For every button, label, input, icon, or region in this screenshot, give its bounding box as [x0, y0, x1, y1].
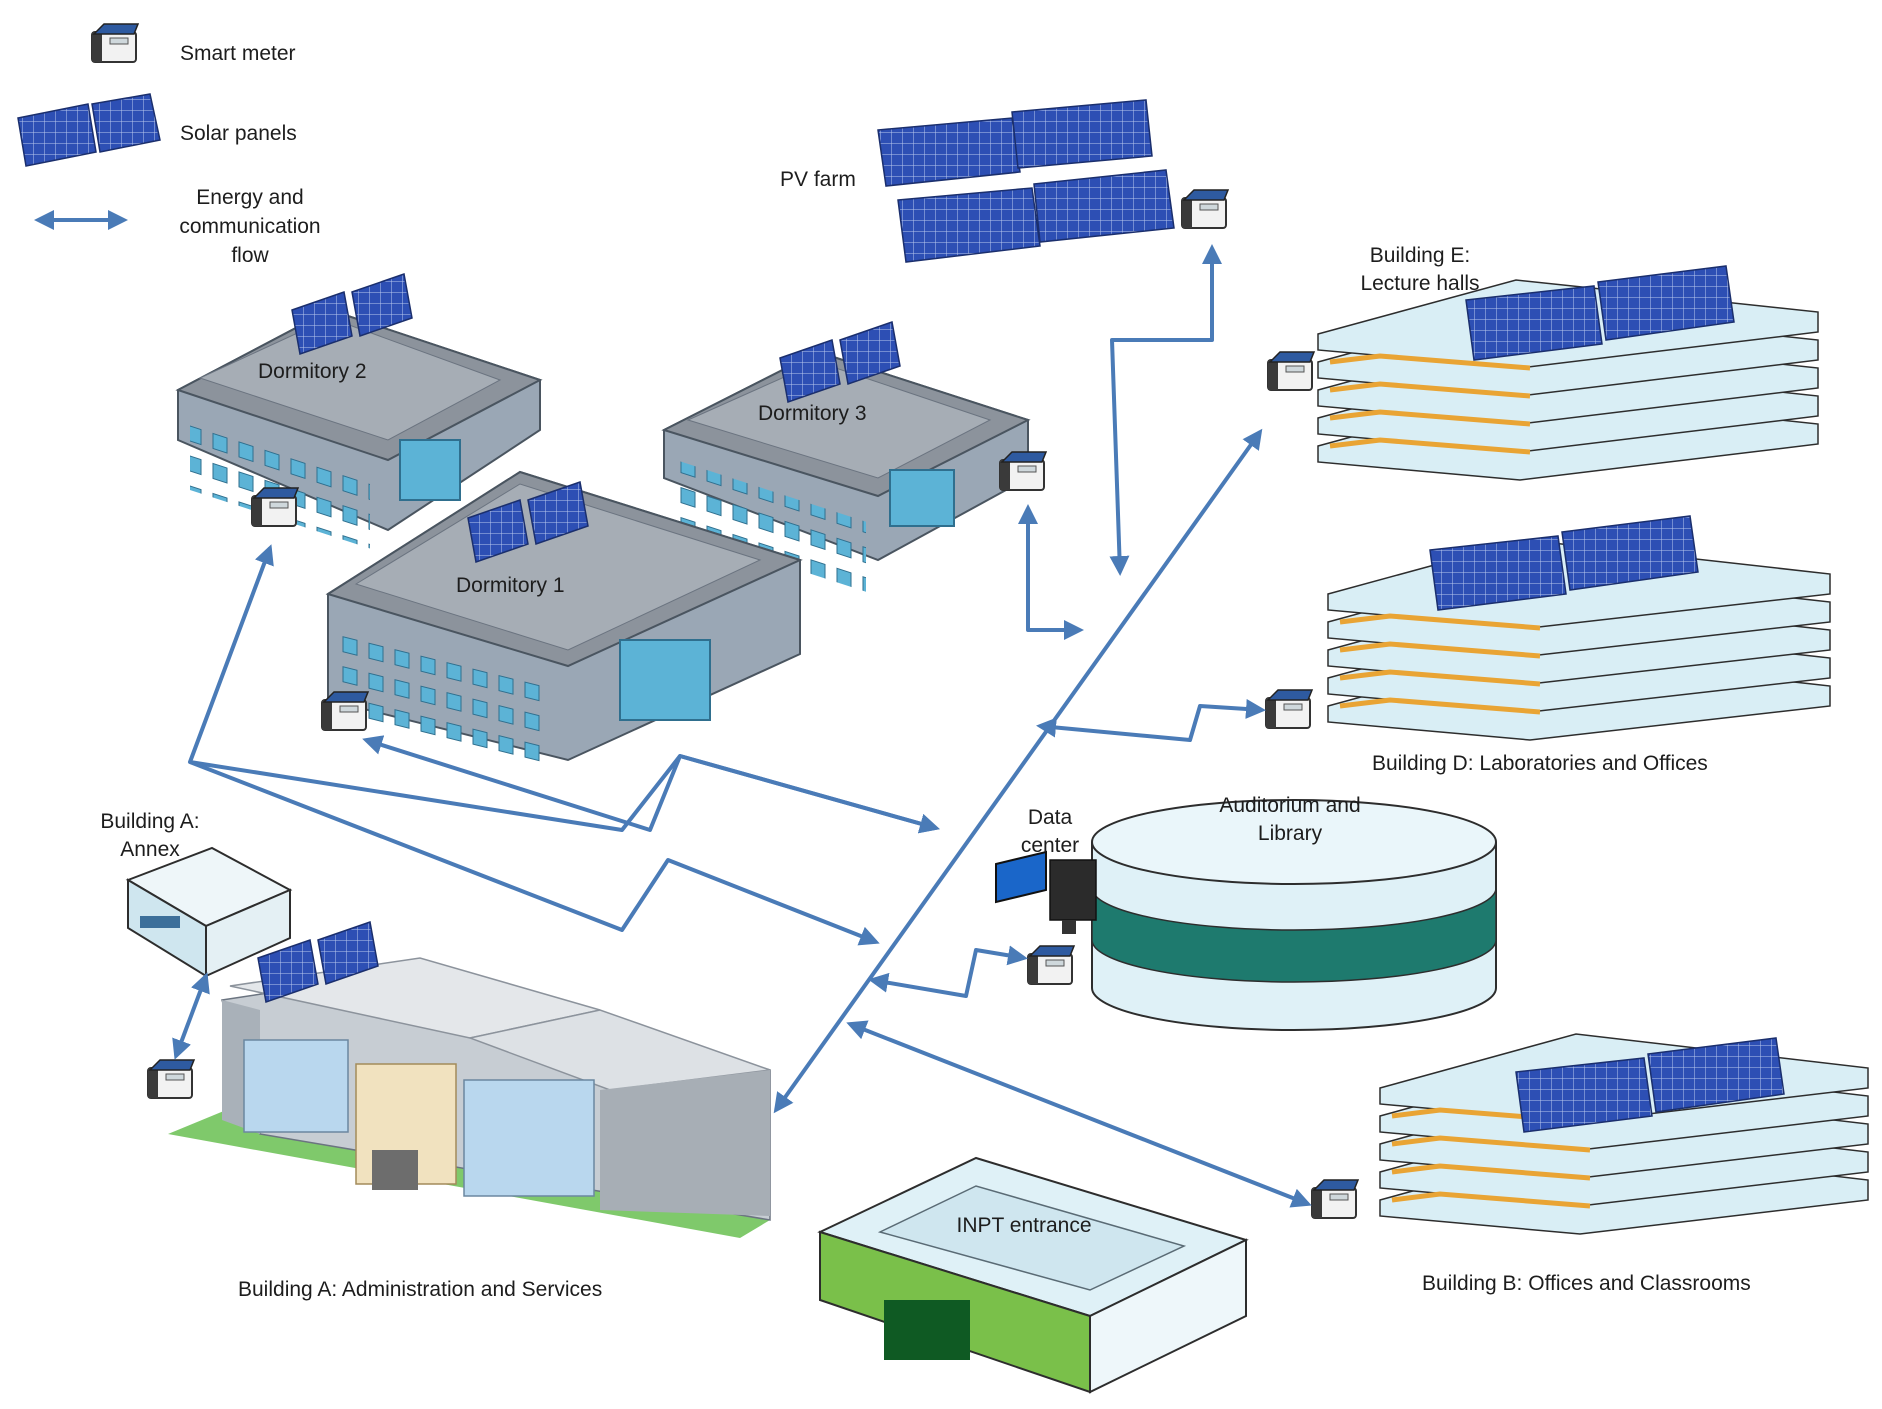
- data-center-label-line1: Data: [1028, 806, 1073, 829]
- dormitory-2: Dormitory 2: [175, 273, 543, 549]
- pv-farm-label: PV farm: [780, 168, 856, 191]
- annex-label-line1: Building A:: [100, 810, 199, 833]
- dormitory-1-smart-meter-icon: [321, 691, 369, 731]
- building-a-administration: Building A: Administration and Services: [147, 921, 771, 1301]
- pv-farm-smart-meter-icon: [1181, 189, 1229, 229]
- building-d: Building D: Laboratories and Offices: [1265, 515, 1831, 775]
- building-a-label: Building A: Administration and Services: [238, 1278, 602, 1301]
- flow-arrow-building-d: [1036, 698, 1266, 742]
- building-e-smart-meter-icon: [1267, 351, 1315, 391]
- building-e: Building E: Lecture halls: [1267, 244, 1819, 481]
- building-a-smart-meter-icon: [147, 1059, 195, 1099]
- building-d-smart-meter-icon: [1265, 689, 1313, 729]
- auditorium-label-line1: Auditorium and: [1219, 794, 1360, 817]
- flow-arrow-to-hub: [189, 760, 880, 946]
- legend-flow-label-line3: flow: [231, 244, 269, 267]
- dormitory-1-label: Dormitory 1: [456, 574, 565, 597]
- flow-arrow-dormitory-3: [1018, 504, 1084, 640]
- flow-arrow-building-b: [846, 1020, 1312, 1208]
- energy-communication-flows: [172, 244, 1312, 1208]
- flow-arrow-data-center: [868, 945, 1028, 998]
- data-center-label-line2: center: [1021, 834, 1079, 857]
- solar-panel-icon: [17, 93, 161, 167]
- flow-arrow-annex: [172, 972, 210, 1060]
- flow-arrow-pv-farm: [1109, 244, 1222, 576]
- data-center-smart-meter-icon: [1027, 945, 1075, 985]
- legend: Smart meter Solar panels Energy and comm…: [17, 23, 321, 267]
- building-e-label-line2: Lecture halls: [1360, 272, 1479, 295]
- dormitory-3-label: Dormitory 3: [758, 402, 867, 425]
- inpt-entrance-label: INPT entrance: [956, 1214, 1091, 1237]
- inpt-entrance: INPT entrance: [817, 1156, 1249, 1394]
- building-a-annex: Building A: Annex: [100, 810, 293, 978]
- legend-flow-label-line1: Energy and: [196, 186, 303, 209]
- dormitory-2-label: Dormitory 2: [258, 360, 367, 383]
- building-e-label-line1: Building E:: [1370, 244, 1470, 267]
- smart-meter-icon: [91, 23, 139, 63]
- flow-arrow-dormitory-1: [362, 735, 940, 834]
- dormitory-3-smart-meter-icon: [999, 451, 1047, 491]
- dormitory-2-smart-meter-icon: [251, 487, 299, 527]
- legend-solar-panels-label: Solar panels: [180, 122, 297, 145]
- annex-label-line2: Annex: [120, 838, 180, 861]
- building-b-label: Building B: Offices and Classrooms: [1422, 1272, 1751, 1295]
- auditorium-and-library: Auditorium and Library: [1091, 794, 1497, 1031]
- auditorium-label-line2: Library: [1258, 822, 1323, 845]
- building-b: Building B: Offices and Classrooms: [1311, 1033, 1869, 1295]
- legend-flow-label-line2: communication: [179, 215, 320, 238]
- legend-smart-meter-label: Smart meter: [180, 42, 296, 65]
- building-d-label: Building D: Laboratories and Offices: [1372, 752, 1708, 775]
- building-b-smart-meter-icon: [1311, 1179, 1359, 1219]
- pv-farm: PV farm: [780, 99, 1229, 263]
